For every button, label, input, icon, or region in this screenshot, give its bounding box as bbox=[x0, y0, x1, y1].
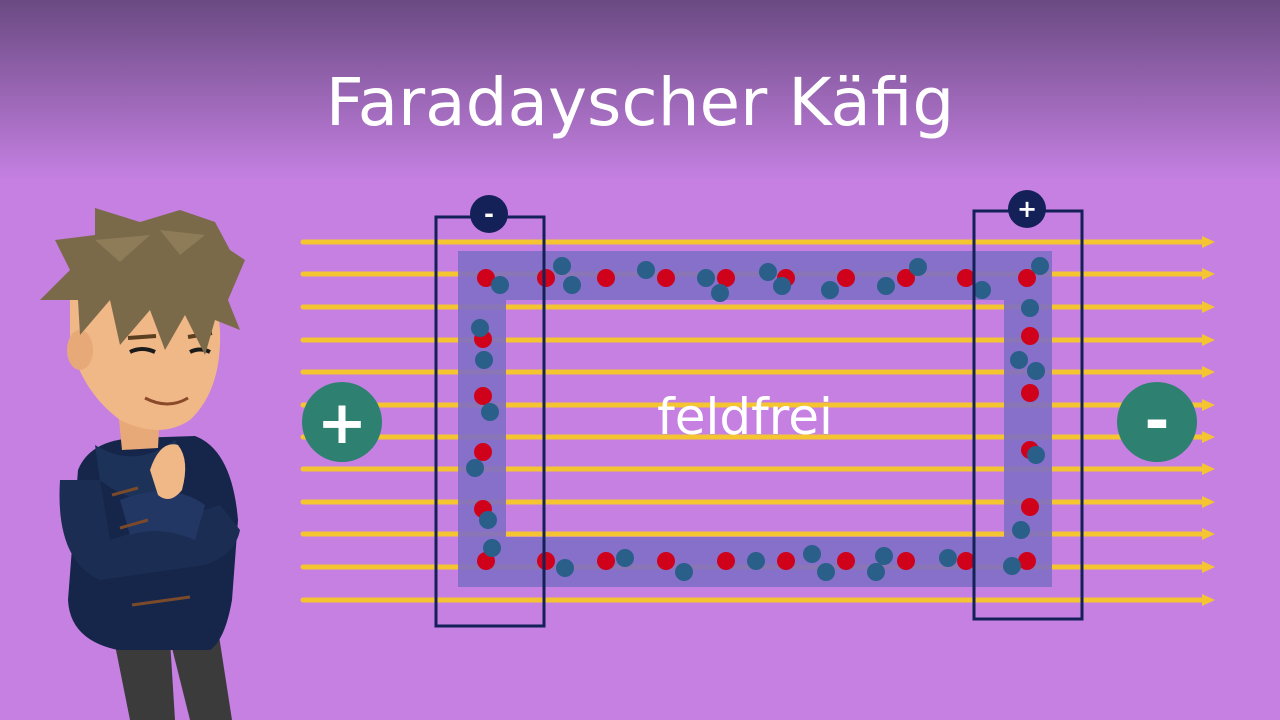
positive-charge-icon bbox=[777, 552, 795, 570]
negative-charge-icon bbox=[675, 563, 693, 581]
field-arrow-icon bbox=[1202, 301, 1215, 313]
negative-charge-icon bbox=[817, 563, 835, 581]
negative-charge-icon bbox=[1012, 521, 1030, 539]
field-arrow-icon bbox=[1202, 236, 1215, 248]
field-arrow-icon bbox=[1202, 528, 1215, 540]
positive-charge-icon bbox=[717, 269, 735, 287]
positive-charge-icon bbox=[477, 269, 495, 287]
field-arrow-icon bbox=[1202, 366, 1215, 378]
negative-charge-icon bbox=[637, 261, 655, 279]
right-box-badge: + bbox=[1008, 190, 1046, 228]
svg-text:-: - bbox=[1145, 386, 1170, 456]
positive-charge-icon bbox=[657, 552, 675, 570]
positive-charge-icon bbox=[897, 269, 915, 287]
charges bbox=[466, 257, 1049, 581]
negative-charge-icon bbox=[563, 276, 581, 294]
positive-charge-icon bbox=[474, 443, 492, 461]
negative-charge-icon bbox=[1021, 299, 1039, 317]
negative-charge-icon bbox=[471, 319, 489, 337]
left-box-badge: - bbox=[470, 195, 508, 233]
negative-charge-icon bbox=[475, 351, 493, 369]
negative-charge-icon bbox=[481, 403, 499, 421]
negative-charge-icon bbox=[466, 459, 484, 477]
negative-charge-icon bbox=[553, 257, 571, 275]
positive-charge-icon bbox=[657, 269, 675, 287]
negative-charge-icon bbox=[479, 511, 497, 529]
positive-charge-icon bbox=[897, 552, 915, 570]
negative-charge-icon bbox=[875, 547, 893, 565]
negative-charge-icon bbox=[711, 284, 729, 302]
negative-charge-icon bbox=[821, 281, 839, 299]
negative-charge-icon bbox=[867, 563, 885, 581]
svg-text:-: - bbox=[484, 200, 494, 228]
positive-charge-icon bbox=[597, 269, 615, 287]
positive-charge-icon bbox=[597, 552, 615, 570]
positive-charge-icon bbox=[957, 269, 975, 287]
negative-charge-icon bbox=[803, 545, 821, 563]
field-arrow-icon bbox=[1202, 594, 1215, 606]
negative-charge-icon bbox=[909, 258, 927, 276]
positive-charge-icon bbox=[1018, 269, 1036, 287]
svg-text:+: + bbox=[317, 388, 367, 458]
negative-charge-icon bbox=[697, 269, 715, 287]
negative-charge-icon bbox=[1031, 257, 1049, 275]
negative-charge-icon bbox=[773, 277, 791, 295]
negative-charge-icon bbox=[747, 552, 765, 570]
faraday-cage bbox=[458, 251, 1052, 587]
svg-text:+: + bbox=[1017, 195, 1037, 223]
page-title: Faradayscher Käfig bbox=[325, 64, 955, 141]
positive-charge-icon bbox=[957, 552, 975, 570]
negative-charge-icon bbox=[1027, 446, 1045, 464]
field-arrow-icon bbox=[1202, 334, 1215, 346]
negative-charge-icon bbox=[973, 281, 991, 299]
field-arrow-icon bbox=[1202, 268, 1215, 280]
positive-charge-icon bbox=[1021, 384, 1039, 402]
negative-charge-icon bbox=[616, 549, 634, 567]
negative-charge-icon bbox=[877, 277, 895, 295]
negative-charge-icon bbox=[759, 263, 777, 281]
negative-charge-icon bbox=[1003, 557, 1021, 575]
positive-terminal: + bbox=[302, 382, 382, 462]
negative-terminal: - bbox=[1117, 382, 1197, 462]
field-free-label: feldfrei bbox=[657, 388, 833, 446]
field-arrow-icon bbox=[1202, 399, 1215, 411]
negative-charge-icon bbox=[1027, 362, 1045, 380]
positive-charge-icon bbox=[1021, 498, 1039, 516]
positive-charge-icon bbox=[474, 387, 492, 405]
field-arrow-icon bbox=[1202, 496, 1215, 508]
character-illustration bbox=[40, 208, 245, 720]
positive-charge-icon bbox=[1021, 327, 1039, 345]
positive-charge-icon bbox=[537, 552, 555, 570]
negative-charge-icon bbox=[556, 559, 574, 577]
positive-charge-icon bbox=[1018, 552, 1036, 570]
field-arrow-icon bbox=[1202, 463, 1215, 475]
positive-charge-icon bbox=[837, 269, 855, 287]
positive-charge-icon bbox=[717, 552, 735, 570]
negative-charge-icon bbox=[483, 539, 501, 557]
positive-charge-icon bbox=[537, 269, 555, 287]
field-arrow-icon bbox=[1202, 431, 1215, 443]
negative-charge-icon bbox=[491, 276, 509, 294]
positive-charge-icon bbox=[837, 552, 855, 570]
field-arrow-icon bbox=[1202, 561, 1215, 573]
negative-charge-icon bbox=[939, 549, 957, 567]
negative-charge-icon bbox=[1010, 351, 1028, 369]
